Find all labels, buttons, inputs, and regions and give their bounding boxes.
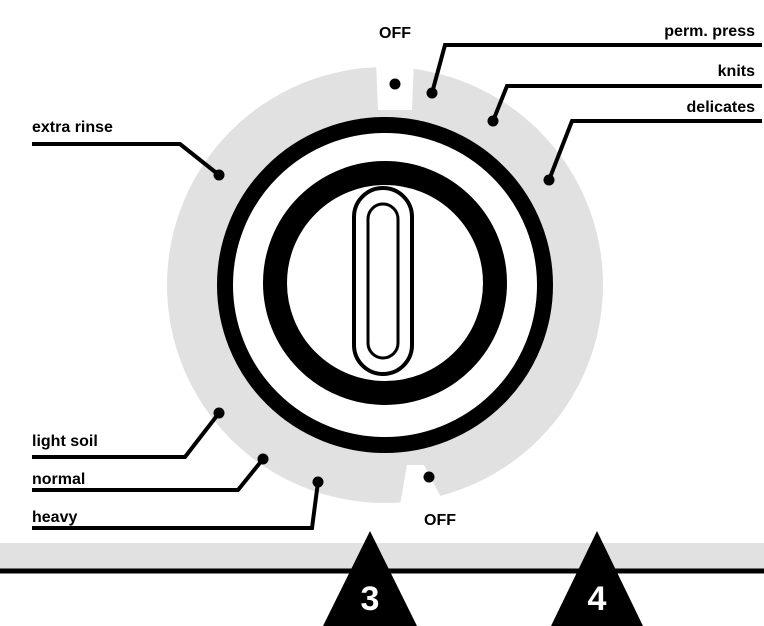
label-perm-press: perm. press xyxy=(664,23,755,40)
label-knits: knits xyxy=(718,63,755,80)
dial-gap-bottom xyxy=(400,465,445,505)
leader-knits xyxy=(491,84,762,122)
leader-normal xyxy=(32,457,265,492)
leader-light-soil xyxy=(32,411,221,459)
position-dot-off-top xyxy=(389,78,401,90)
step-4-number: 4 xyxy=(588,580,607,618)
label-delicates: delicates xyxy=(687,99,756,116)
label-extra-rinse: extra rinse xyxy=(32,119,113,136)
label-off-top: OFF xyxy=(379,25,411,42)
leader-delicates xyxy=(547,119,762,181)
label-normal: normal xyxy=(32,471,85,488)
leader-heavy xyxy=(32,481,320,530)
label-off-bottom: OFF xyxy=(424,512,456,529)
leader-perm-press xyxy=(430,43,762,94)
leader-extra-rinse xyxy=(32,142,221,177)
label-heavy: heavy xyxy=(32,509,77,526)
step-4-triangle xyxy=(551,531,643,626)
step-3-triangle xyxy=(323,531,417,626)
position-dot-off-bottom xyxy=(423,471,435,483)
knob-grip[interactable] xyxy=(352,186,414,376)
step-3-number: 3 xyxy=(361,580,380,618)
label-light-soil: light soil xyxy=(32,433,98,450)
knob-grip-inner xyxy=(366,202,400,360)
